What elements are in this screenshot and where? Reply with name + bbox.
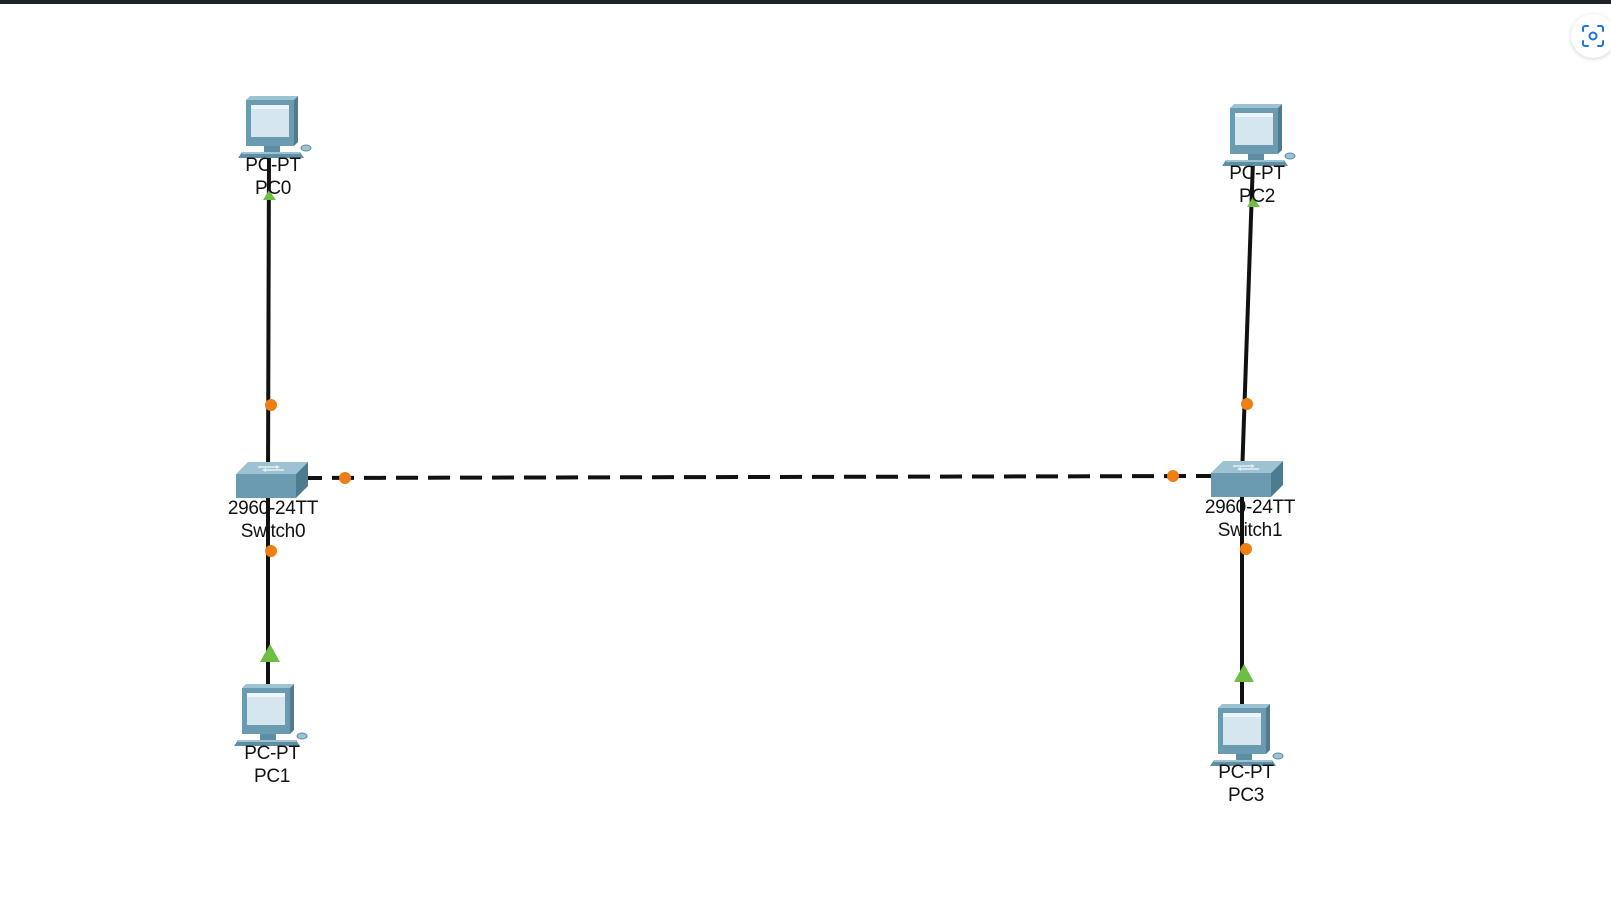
link-pc0-switch0[interactable]	[266, 149, 271, 480]
port-switch1-up	[1241, 398, 1253, 410]
device-model: PC-PT	[1218, 762, 1274, 783]
link-switch0-switch1[interactable]	[299, 474, 1213, 480]
device-model: 2960-24TT	[227, 498, 319, 519]
device-name: PC1	[253, 766, 291, 787]
device-label-switch1: 2960-24TT Switch1	[1190, 496, 1310, 542]
cables	[266, 149, 1255, 722]
device-model: PC-PT	[245, 155, 301, 176]
switch-icon[interactable]	[235, 461, 309, 499]
port-switch0-right	[339, 472, 351, 484]
screenshot-search-icon	[1582, 25, 1604, 47]
device-label-pc3: PC-PT PC3	[1186, 761, 1306, 807]
device-label-pc1: PC-PT PC1	[212, 742, 332, 788]
topology-canvas[interactable]: PC-PT PC0 PC-PT PC1 PC-PT PC2 PC-PT PC3 …	[0, 4, 1611, 916]
pc-icon[interactable]	[237, 95, 312, 159]
device-name: PC0	[254, 178, 292, 199]
port-switch0-down	[265, 545, 277, 557]
pc-icon[interactable]	[233, 683, 308, 747]
topology-svg	[233, 95, 1296, 767]
device-name: Switch0	[240, 521, 306, 542]
port-switch0-up	[265, 399, 277, 411]
port-pc1	[260, 644, 280, 662]
port-pc2	[1247, 197, 1260, 207]
switch-icon[interactable]	[1210, 460, 1284, 498]
screenshot-search-button[interactable]	[1571, 14, 1611, 58]
window-top-border	[0, 0, 1611, 4]
port-indicators	[260, 190, 1260, 682]
device-label-pc0: PC-PT PC0	[213, 154, 333, 200]
device-model: PC-PT	[244, 743, 300, 764]
port-switch1-down	[1240, 543, 1252, 555]
device-model: PC-PT	[1229, 163, 1285, 184]
link-pc2-switch1[interactable]	[1240, 159, 1255, 477]
device-label-switch0: 2960-24TT Switch0	[213, 497, 333, 543]
pc-icon[interactable]	[1209, 703, 1284, 767]
device-model: 2960-24TT	[1204, 497, 1296, 518]
port-pc3	[1234, 664, 1254, 682]
device-label-pc2: PC-PT PC2	[1197, 162, 1317, 208]
device-name: Switch1	[1217, 520, 1283, 541]
pc-icon[interactable]	[1221, 103, 1296, 167]
device-name: PC2	[1238, 186, 1276, 207]
port-pc0	[263, 190, 276, 200]
device-name: PC3	[1227, 785, 1265, 806]
port-switch1-left	[1167, 470, 1179, 482]
